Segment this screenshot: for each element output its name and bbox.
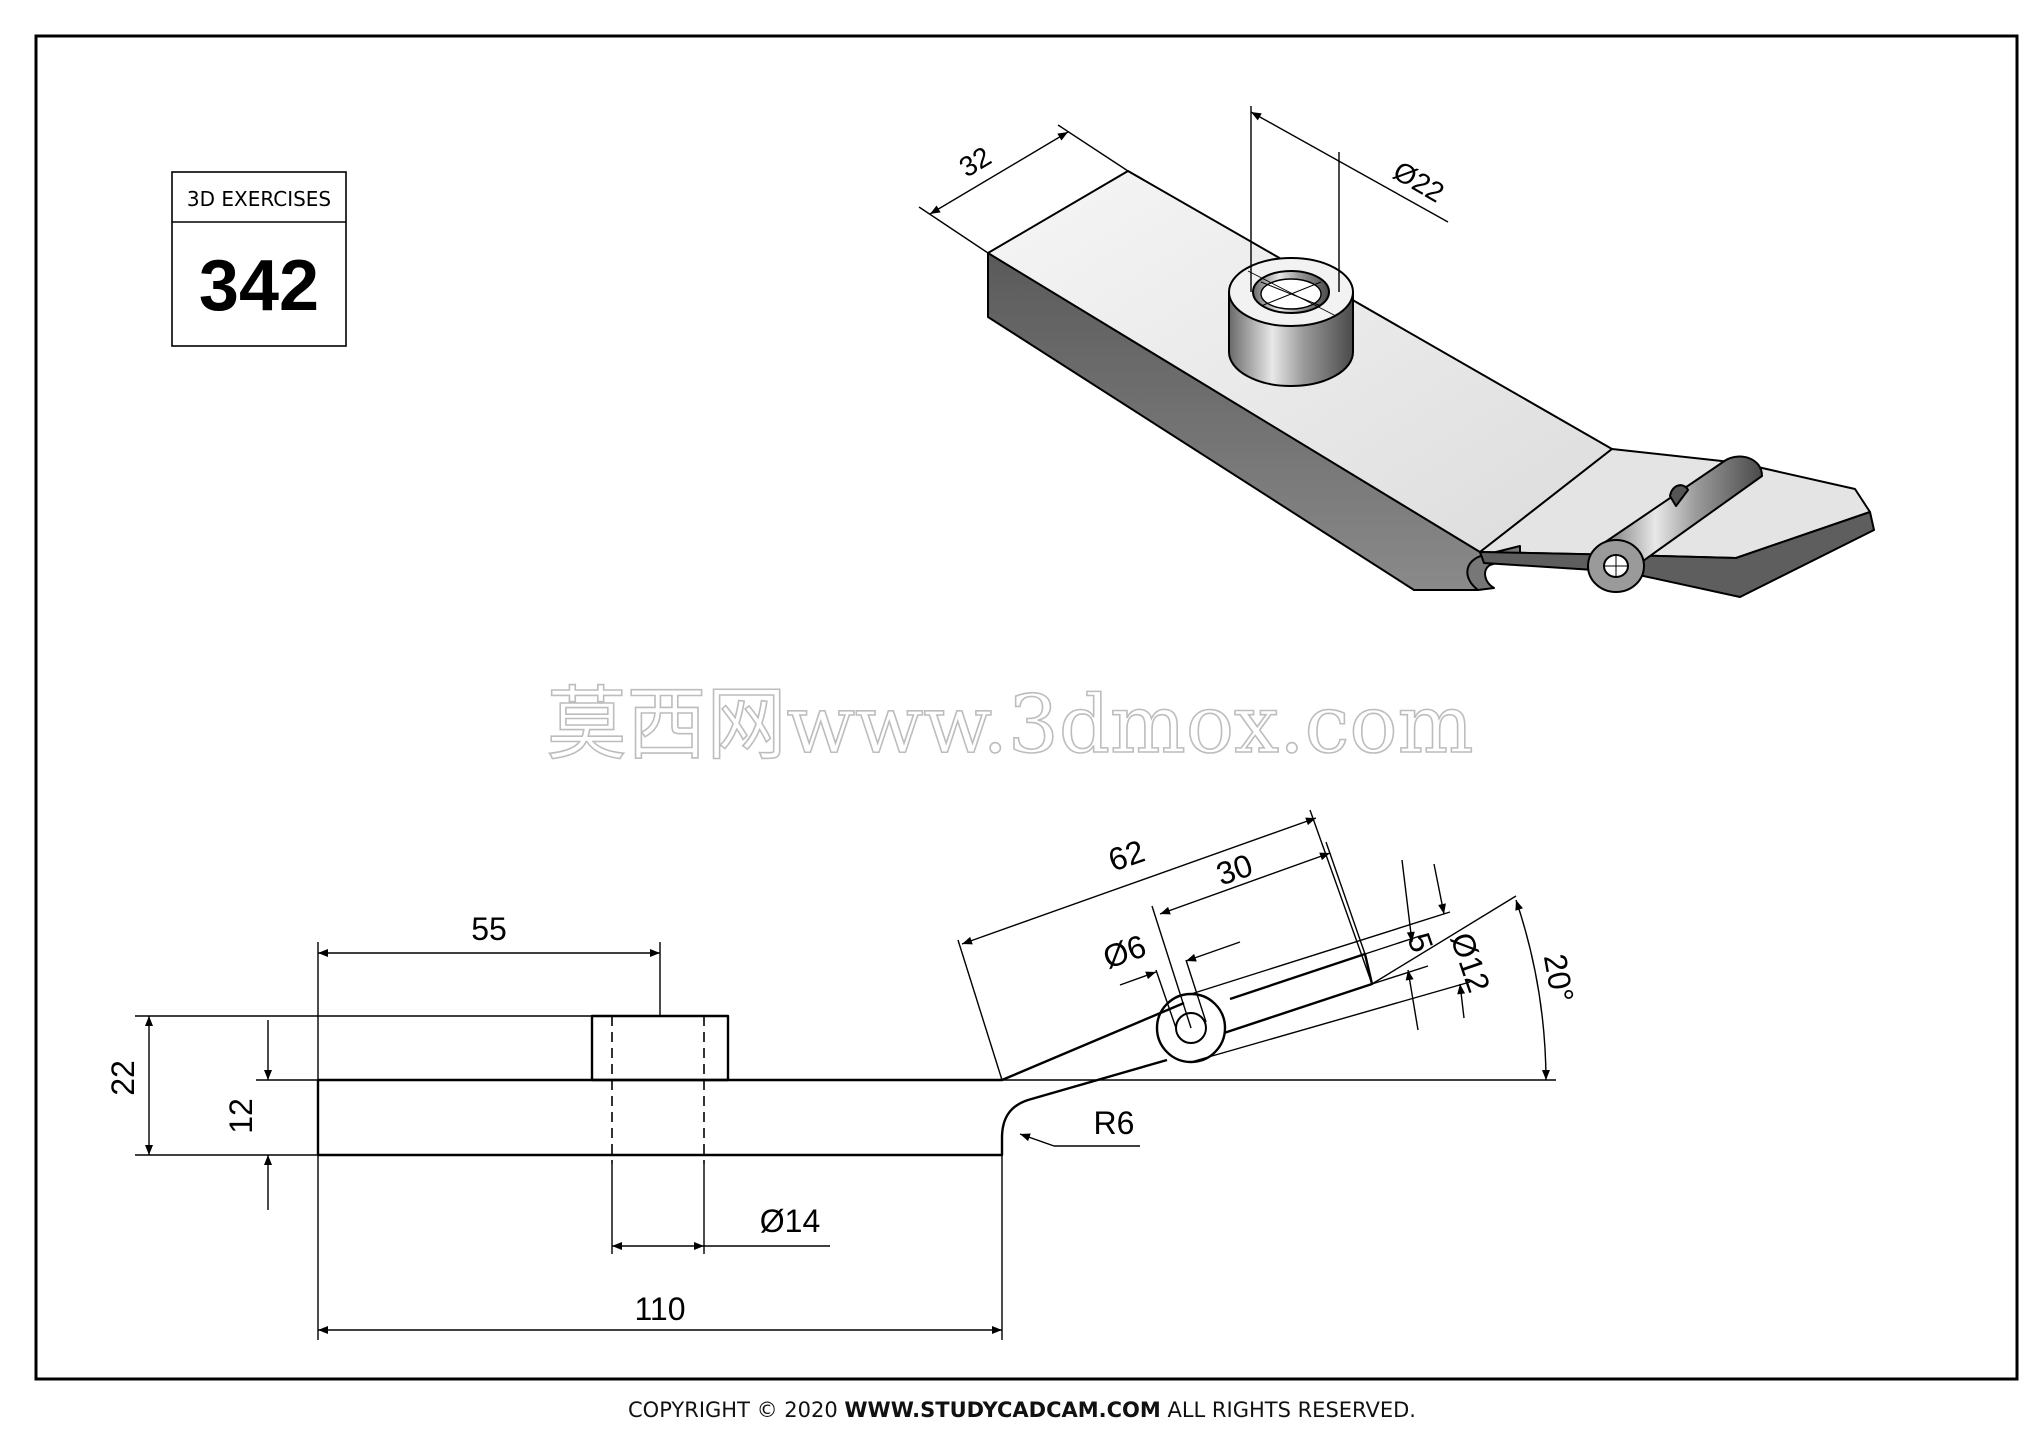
dim-62-line [961, 817, 1317, 945]
title-block: 3D EXERCISES 342 [171, 171, 347, 347]
dim-14-text: Ø14 [760, 1203, 820, 1239]
footer-prefix: COPYRIGHT © 2020 [628, 1398, 845, 1422]
footer-suffix: ALL RIGHTS RESERVED. [1160, 1398, 1416, 1422]
isometric-view [987, 170, 1875, 598]
dim-22-text: 22 [105, 1060, 141, 1096]
title-block-label: 3D EXERCISES [187, 187, 331, 211]
arm-side-face [1479, 511, 1875, 598]
dim-5-text: 5 [1400, 928, 1440, 957]
exercise-number: 342 [199, 246, 319, 326]
dim-6-text: Ø6 [1098, 928, 1150, 976]
dim-angle-arc [1515, 899, 1550, 1081]
iso-dim-32-line [929, 131, 1069, 215]
dim-30-line [1159, 852, 1331, 915]
iso-dimensions [918, 106, 1449, 292]
dim-110-text: 110 [634, 1291, 685, 1327]
dim-55-text: 55 [471, 911, 507, 947]
iso-dim-32-text: 32 [954, 141, 997, 184]
dim-62-text: 62 [1104, 833, 1149, 879]
iso-dim-22-line [1250, 111, 1449, 223]
watermark: 莫西网www.3dmox.com [547, 678, 1474, 771]
dim-angle-text: 20° [1537, 951, 1581, 1005]
dim-r6-leader [1019, 1133, 1055, 1147]
dim-dia12-text: Ø12 [1444, 928, 1498, 997]
dim-12-text: 12 [223, 1098, 259, 1134]
copyright-footer: COPYRIGHT © 2020 WWW.STUDYCADCAM.COM ALL… [0, 1398, 2044, 1422]
hinge-tube [1597, 455, 1763, 567]
dim-30-text: 30 [1212, 847, 1257, 893]
sheet-border [34, 34, 2019, 1381]
footer-site: WWW.STUDYCADCAM.COM [844, 1398, 1161, 1422]
hidden-bore-lines [611, 1016, 705, 1164]
side-dimensions [135, 809, 1556, 1340]
dim-r6-text: R6 [1094, 1105, 1135, 1141]
side-view [316, 952, 1374, 1164]
iso-dim-22-text: Ø22 [1388, 155, 1449, 208]
